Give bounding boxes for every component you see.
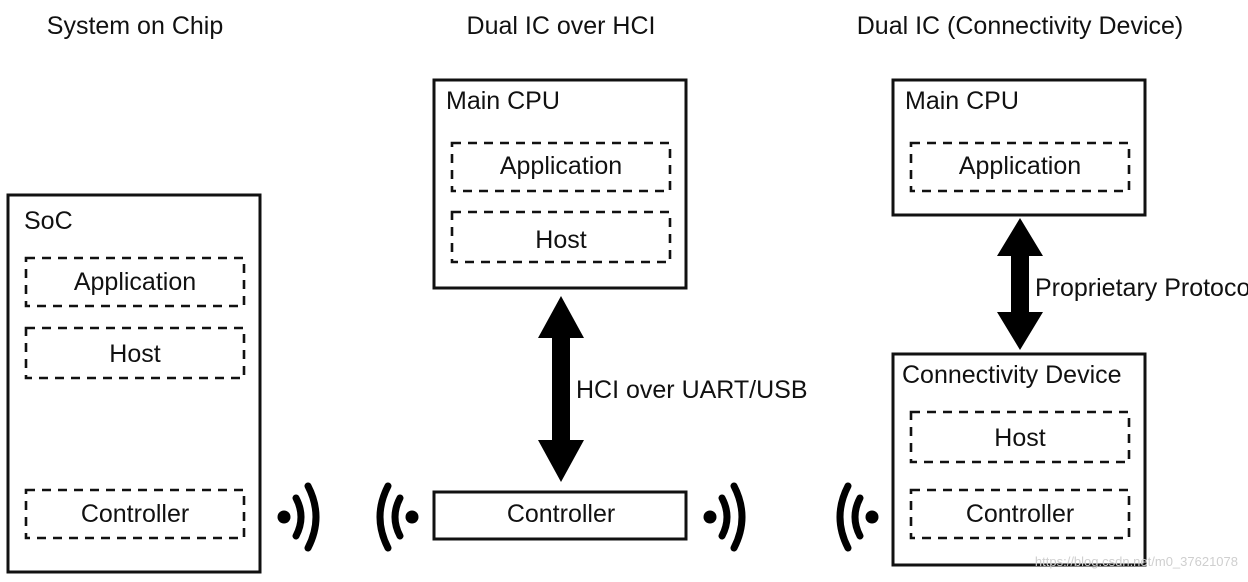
dual-conn-main-cpu-box [891,78,1147,217]
soc-application-label: Application [74,268,196,296]
soc-controller-layer [24,488,246,540]
dual-conn-application-label: Application [959,152,1081,180]
soc-controller-label: Controller [81,500,189,528]
proprietary-double-arrow-icon [997,218,1043,350]
dual-hci-main-cpu-label: Main CPU [446,87,560,115]
hci-double-arrow-icon [538,296,584,482]
dual-hci-main-cpu-box [432,78,688,290]
dual-conn-host-label: Host [994,424,1045,452]
dual-hci-application-layer [450,141,672,193]
radio-waves-right-icon [703,482,746,552]
radio-waves-left-icon [376,482,419,552]
dual-hci-application-label: Application [500,152,622,180]
soc-box-label: SoC [24,207,73,235]
connectivity-device-label: Connectivity Device [902,361,1122,389]
dual-hci-host-label: Host [535,226,586,254]
soc-host-label: Host [109,340,160,368]
dual-hci-heading: Dual IC over HCI [467,12,656,40]
soc-host-layer [24,326,246,380]
hci-link-label: HCI over UART/USB [576,376,808,404]
radio-waves-right-icon [277,482,320,552]
dual-hci-controller-box [432,490,688,541]
watermark: https://blog.csdn.net/m0_37621078 [1035,554,1238,569]
soc-application-layer [24,256,246,308]
dual-conn-controller-layer [909,488,1131,540]
dual-conn-controller-label: Controller [966,500,1074,528]
radio-waves-left-icon [836,482,879,552]
connectivity-device-box [891,352,1147,567]
dual-hci-host-layer [450,210,672,264]
dual-conn-main-cpu-label: Main CPU [905,87,1019,115]
dual-conn-host-layer [909,410,1131,464]
proprietary-link-label: Proprietary Protocol [1035,274,1248,302]
dual-conn-heading: Dual IC (Connectivity Device) [857,12,1184,40]
soc-heading: System on Chip [47,12,223,40]
dual-conn-application-layer [909,141,1131,193]
dual-hci-controller-label: Controller [507,500,615,528]
